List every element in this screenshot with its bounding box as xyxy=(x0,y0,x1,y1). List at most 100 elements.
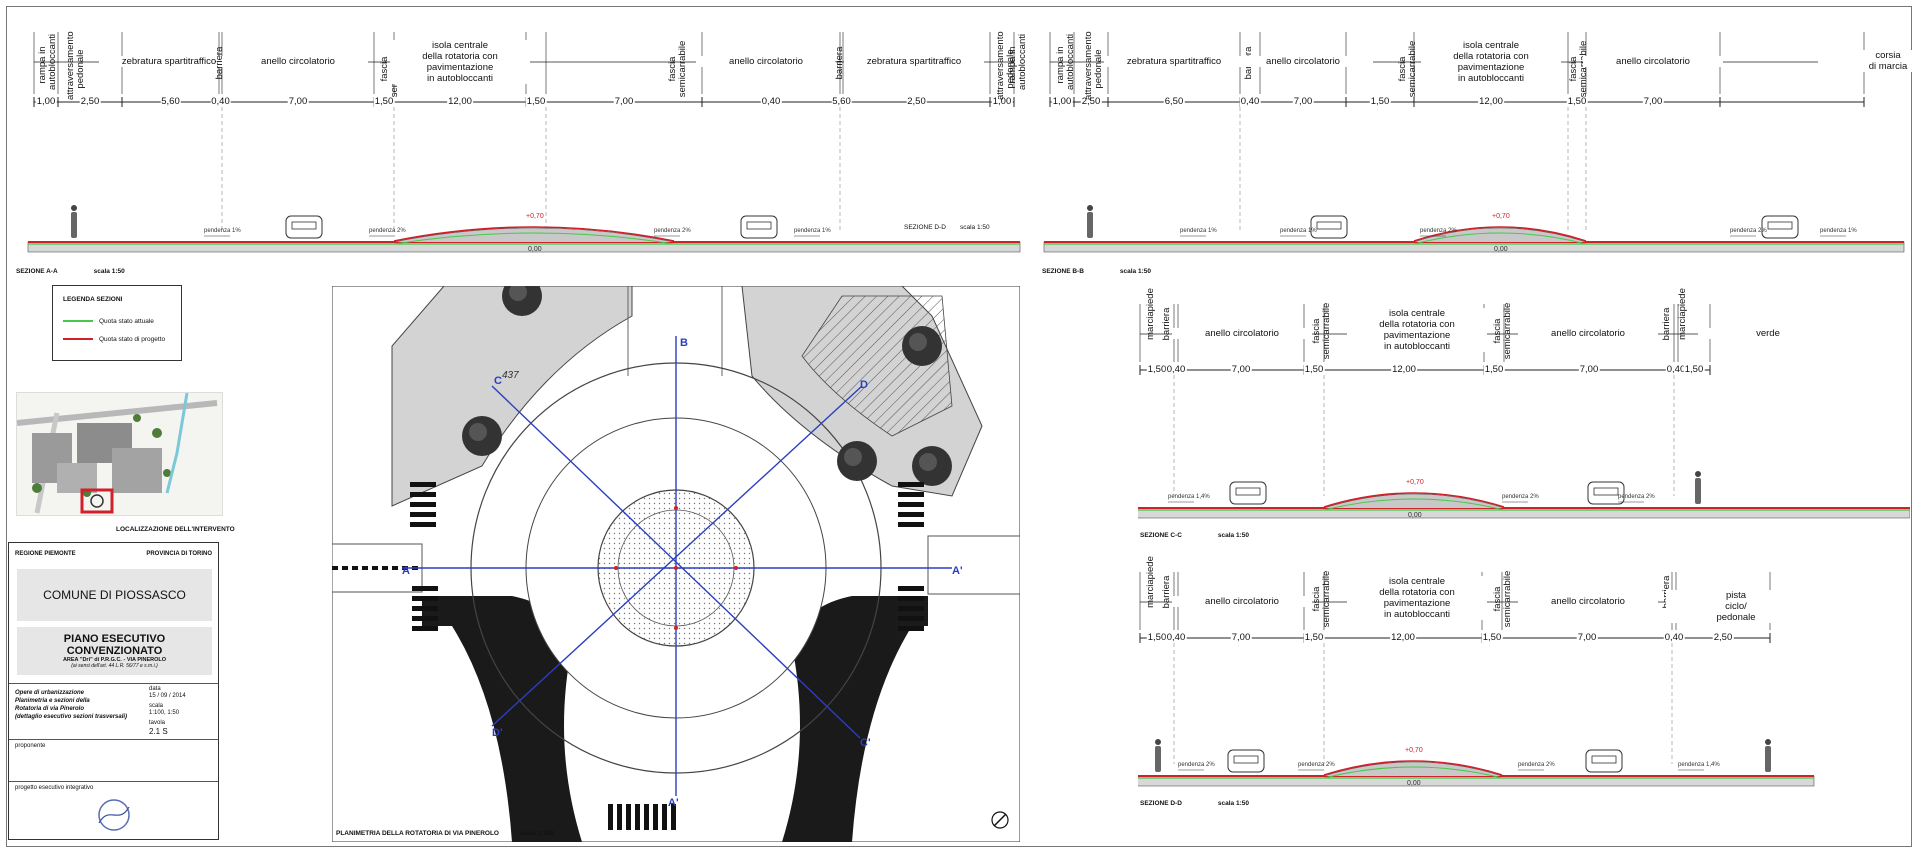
dimension-value: 1,00 xyxy=(35,96,57,107)
legend-project-row: Quota stato di progetto xyxy=(63,336,165,343)
tree-highlight xyxy=(919,453,937,471)
dimension-value: 12,00 xyxy=(447,96,473,107)
island-project-line xyxy=(1413,226,1587,242)
dimension-value: 1,50 xyxy=(1146,632,1168,643)
base-level: 0,00 xyxy=(528,246,542,253)
vehicle-window xyxy=(291,221,317,230)
vehicle-icon xyxy=(1761,215,1799,239)
comune-title: COMUNE DI PIOSSASCO xyxy=(17,569,212,621)
crossing-stripe xyxy=(617,804,622,830)
pedestrian-icon xyxy=(1087,205,1093,238)
vehicle-body xyxy=(1229,481,1267,505)
section-line-c xyxy=(491,385,861,739)
slope-label: pendenza 2% xyxy=(1502,494,1539,500)
tavola-value: 2.1 S xyxy=(149,727,168,736)
progettista-label: progetto esecutivo integrativo xyxy=(15,785,94,791)
tree-icon xyxy=(837,441,877,481)
slope-label: pendenza 1% xyxy=(794,228,831,234)
dimension-value: 1,50 xyxy=(525,96,547,107)
pedestrian-crossing xyxy=(898,482,924,527)
dimension-value: 1,50 xyxy=(1483,364,1505,375)
location-map xyxy=(16,392,223,516)
tree-highlight xyxy=(909,333,927,351)
dimension-value: 5,60 xyxy=(160,96,181,107)
dimension-value: 0,40 xyxy=(1165,364,1187,375)
vehicle-icon xyxy=(1585,749,1623,773)
section-label: fascia semicarrabile xyxy=(1492,570,1513,628)
dimension-value: 0,40 xyxy=(1663,632,1685,643)
slope-label: pendenza 1,4% xyxy=(1168,494,1210,500)
pedestrian-icon xyxy=(1155,739,1161,772)
slope-label: pendenza 1% xyxy=(204,228,241,234)
dimension-value: 2,50 xyxy=(1080,96,1102,107)
crossing-stripe xyxy=(898,596,924,601)
vehicle-window xyxy=(1593,487,1619,496)
vehicle-body xyxy=(1310,215,1348,239)
pedestrian-icon xyxy=(71,205,77,238)
dimension-value: 0,40 xyxy=(1165,632,1187,643)
slope-label: pendenza 2% xyxy=(1518,762,1555,768)
stamp-logo xyxy=(98,799,130,831)
dimension-value: 6,50 xyxy=(1163,96,1185,107)
section-label: barriera xyxy=(214,46,225,80)
vehicle-window xyxy=(1233,755,1259,764)
dimension-value: 12,00 xyxy=(1391,364,1417,375)
pedestrian-head xyxy=(1765,739,1771,745)
island-actual-line xyxy=(393,232,675,245)
vehicle-window xyxy=(1591,755,1617,764)
region-label: REGIONE PIEMONTE xyxy=(15,551,76,557)
dimension-value: 1,50 xyxy=(1683,364,1705,375)
dimension-value: 1,50 xyxy=(1481,632,1503,643)
vehicle-icon xyxy=(1227,749,1265,773)
tree-icon xyxy=(902,326,942,366)
drawing-sheet xyxy=(6,6,1912,847)
section-label: anello circolatorio xyxy=(1583,56,1723,67)
section-label: anello circolatorio xyxy=(228,56,368,67)
section-label: corsia di marcia xyxy=(1818,50,1920,72)
slope-label: pendenza 2% xyxy=(654,228,691,234)
crossing-stripe xyxy=(608,804,613,830)
island-project-line xyxy=(1323,492,1505,508)
pedestrian-crossing xyxy=(410,482,436,527)
dimension-value: 1,50 xyxy=(373,96,395,107)
section-label: barriera xyxy=(1661,307,1672,341)
crossing-stripe xyxy=(898,616,924,621)
vehicle-body xyxy=(740,215,778,239)
vehicle-body xyxy=(1761,215,1799,239)
divider xyxy=(9,683,218,684)
vehicle-body xyxy=(1587,481,1625,505)
crossing-stripe xyxy=(410,482,436,487)
dimension-value: 7,00 xyxy=(1230,632,1252,643)
base-level: 0,00 xyxy=(1408,512,1422,519)
dimension-value: 0,40 xyxy=(1665,364,1687,375)
tree-icon xyxy=(502,286,542,316)
vehicle-icon xyxy=(740,215,778,239)
lot-number: 437 xyxy=(502,370,519,381)
section-label: isola centrale della rotatoria con pavim… xyxy=(1347,576,1487,620)
island-actual-line xyxy=(1323,498,1505,511)
pedestrian-head xyxy=(1155,739,1161,745)
section-label: fascia semicarrabile xyxy=(1397,40,1418,98)
dimension-value: 1,00 xyxy=(1051,96,1073,107)
tavola-label: tavola xyxy=(149,720,166,726)
inline-section-label: SEZIONE D-D xyxy=(904,224,946,231)
section-title: SEZIONE C-C xyxy=(1140,532,1182,539)
vehicle-window xyxy=(746,221,772,230)
dimension-value: 5,60 xyxy=(831,96,852,107)
pedestrian-body xyxy=(1155,746,1161,772)
legend-box: LEGENDA SEZIONI Quota stato attuale Quot… xyxy=(52,285,182,361)
legend-actual-row: Quota stato attuale xyxy=(63,318,154,325)
pedestrian-body xyxy=(1087,212,1093,238)
section-title: SEZIONE A-A xyxy=(16,268,58,275)
section-label: marciapiede xyxy=(1145,556,1156,608)
section-label: marciapiede xyxy=(1145,288,1156,340)
pedestrian-head xyxy=(1695,471,1701,477)
section-scale: scala 1:50 xyxy=(93,268,125,275)
island-project-line xyxy=(393,226,675,242)
crossing-stripe xyxy=(898,522,924,527)
